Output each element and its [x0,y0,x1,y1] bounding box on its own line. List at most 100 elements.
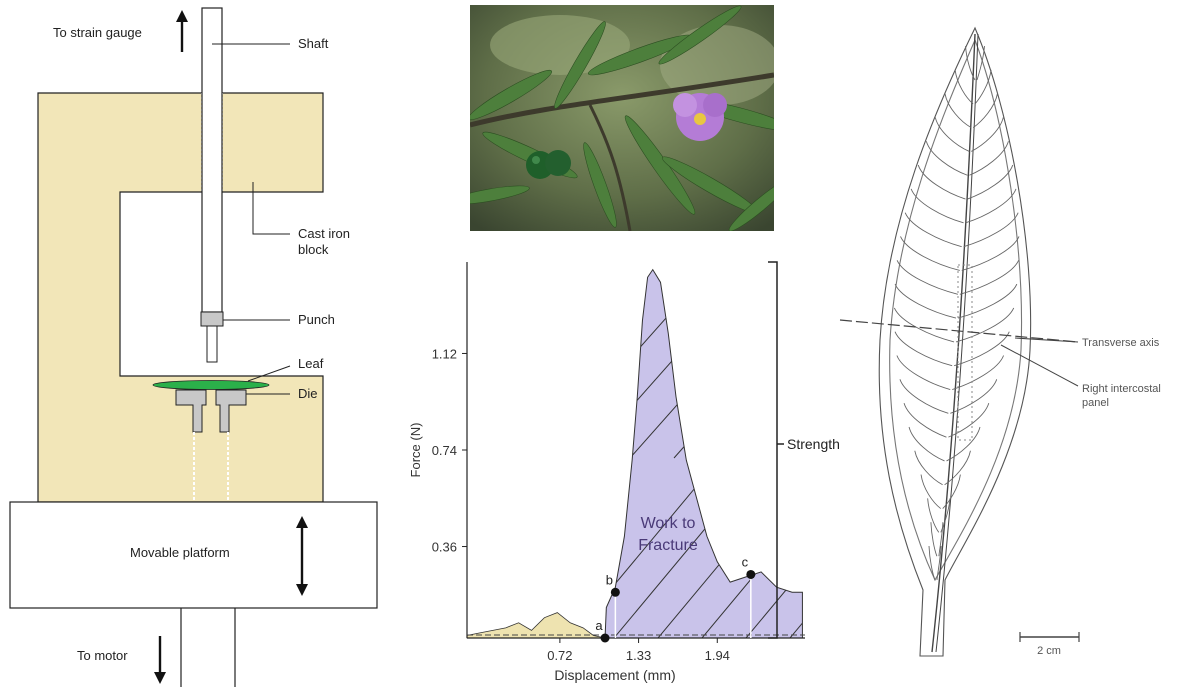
y-tick-label: 0.74 [432,443,457,458]
shaft [201,7,223,313]
point-label-c: c [742,554,749,569]
secondary-vein [963,212,1019,248]
secondary-vein [917,164,966,200]
platform-label: Movable platform [130,545,230,560]
plant-photo-svg [470,5,774,231]
block-label-line1: Cast iron [298,226,350,241]
area-label-line2: Fracture [638,537,698,554]
secondary-vein [969,141,1009,176]
secondary-vein [925,141,968,176]
y-axis-label: Force (N) [408,423,423,478]
apparatus-diagram: To strain gauge Shaft Cast iron block Pu… [0,0,400,687]
secondary-vein [928,545,936,581]
secondary-vein [942,474,961,509]
force-displacement-chart: 0.72 1.33 1.94 0.36 0.74 1.12 a b c Strength Wo… [400,240,860,687]
down-arrow-icon [154,636,166,684]
area-label-line1: Work to [641,515,696,532]
secondary-vein [903,403,947,438]
secondary-vein [954,69,974,105]
hatch-line [605,299,639,459]
hatch-line [745,457,803,639]
secondary-vein [965,188,1017,224]
plant-photo [470,5,774,231]
hatch-line [454,300,594,458]
block-label-line2: block [298,242,329,257]
secondary-vein [899,379,949,414]
secondary-vein [927,498,940,533]
point-label-a: a [595,618,603,633]
secondary-vein [955,307,1015,343]
movable-platform [9,501,378,609]
secondary-vein [896,260,958,295]
secondary-vein [950,379,998,414]
secondary-vein [965,45,976,81]
x-tick-label: 1.33 [626,648,651,663]
secondary-vein [936,545,942,581]
hatch-line [673,299,803,459]
secondary-vein [938,522,944,557]
secondary-vein [910,188,964,224]
up-arrow-icon [176,10,188,52]
intercostal-label-line1: Right intercostal [1082,383,1161,395]
secondary-vein [957,283,1018,319]
punch-label: Punch [298,312,335,327]
die-label: Die [298,386,318,401]
scale-label: 2 cm [1037,645,1061,657]
work-to-fracture-area [604,268,803,639]
secondary-vein [948,403,990,438]
secondary-vein [976,45,985,81]
secondary-vein [930,522,938,557]
secondary-vein [894,331,953,367]
secondary-vein [944,93,972,129]
secondary-vein [920,474,941,509]
secondary-vein [946,426,981,462]
secondary-vein [967,164,1014,200]
x-tick-label: 1.94 [705,648,730,663]
strength-bracket [768,261,778,639]
secondary-vein [972,93,998,128]
marker-point-a [600,633,610,643]
hatch-line [410,300,550,458]
double-arrow-icon [296,516,308,596]
fruit-icon [526,150,571,179]
y-tick-label: 1.12 [432,346,457,361]
point-label-b: b [606,572,613,587]
leaf-label: Leaf [298,356,324,371]
secondary-vein [914,450,943,486]
strain-gauge-label: To strain gauge [53,25,142,40]
marker-point-c [746,569,756,579]
leaf-sample [152,380,270,390]
leaf-outline [878,26,1032,657]
secondary-vein [959,260,1020,295]
x-tick-label: 0.72 [547,648,572,663]
y-tick-label: 0.36 [432,540,457,555]
secondary-vein [900,236,960,271]
leaf-venation-diagram: Transverse axis Right intercostal panel … [835,20,1194,670]
apparatus-svg: To strain gauge Shaft Cast iron block Pu… [9,7,378,687]
cast-iron-block [37,92,324,503]
flower-icon [673,93,727,141]
secondary-vein [971,117,1004,152]
secondary-vein [974,69,992,105]
marker-point-b [610,587,620,597]
secondary-vein [944,450,971,486]
punch [200,311,224,327]
midrib [931,33,976,653]
transverse-axis-line [839,319,1079,343]
shaft-label: Shaft [298,36,329,51]
secondary-vein [934,117,970,152]
pre-fracture-area [466,612,606,639]
die [175,389,207,433]
secondary-vein [908,426,945,462]
strength-label: Strength [787,436,840,452]
chart-svg: 0.72 1.33 1.94 0.36 0.74 1.12 a b c Strength Wo… [408,261,840,683]
secondary-vein [893,307,955,343]
secondary-vein [961,236,1020,271]
secondary-vein [904,212,962,248]
transverse-axis-label: Transverse axis [1082,337,1160,349]
intercostal-label-line2: panel [1082,397,1109,409]
leaf-venation-svg: Transverse axis Right intercostal panel … [839,26,1161,657]
secondary-vein [896,355,951,390]
scale-bar [1019,632,1080,642]
intercostal-panel [957,264,973,441]
